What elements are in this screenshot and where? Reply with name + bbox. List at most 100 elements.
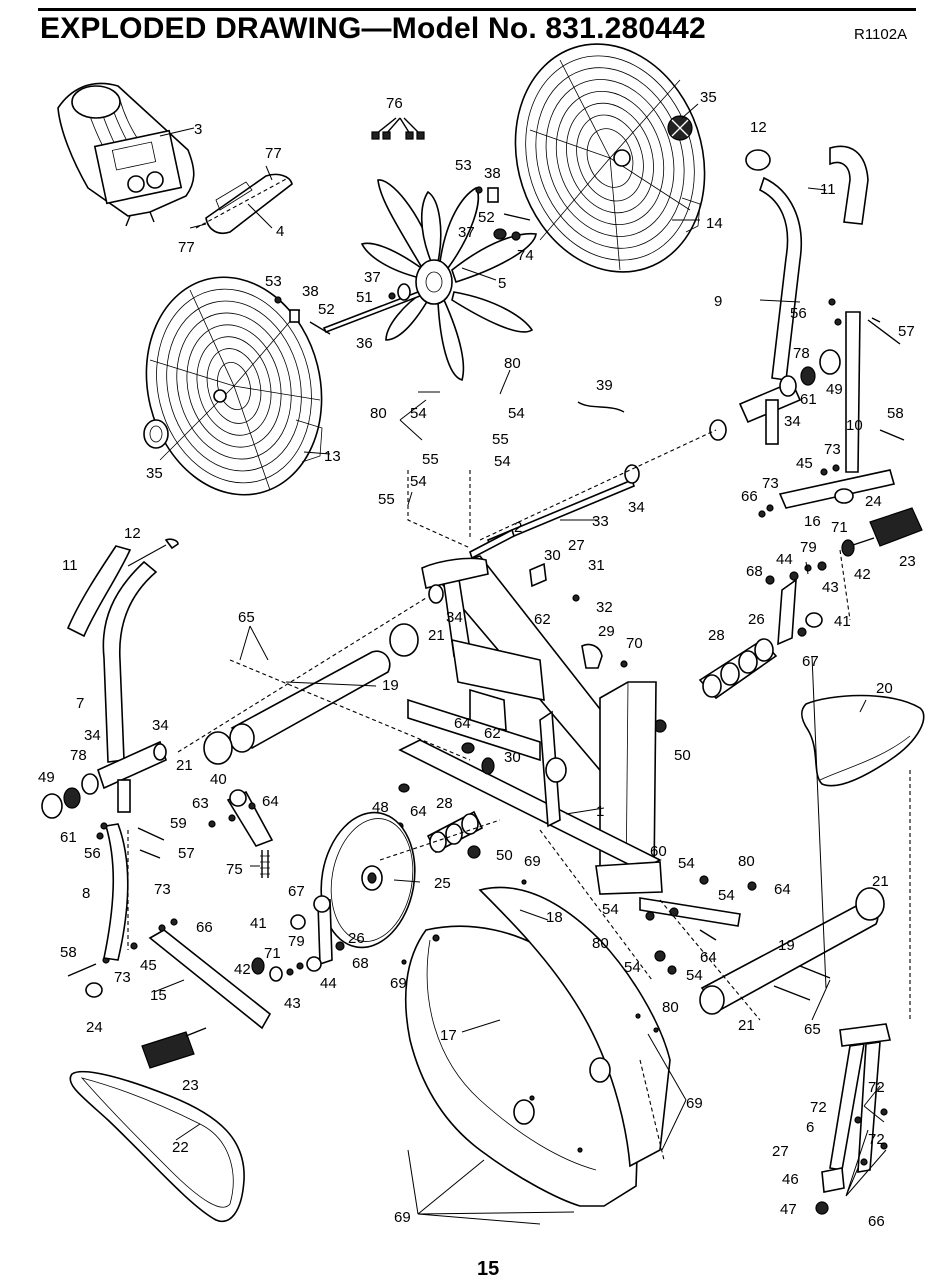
callout-15: 15 <box>150 987 167 1004</box>
axle-rods-part <box>428 401 640 604</box>
pulley-part <box>320 811 416 949</box>
callout-70: 70 <box>626 635 643 652</box>
callout-72: 72 <box>868 1131 885 1148</box>
callout-73: 73 <box>762 475 779 492</box>
leader-lines <box>127 103 887 1225</box>
callout-57: 57 <box>178 845 195 862</box>
callout-23: 23 <box>899 553 916 570</box>
callout-44: 44 <box>776 551 793 568</box>
callout-69: 69 <box>686 1095 703 1112</box>
callout-32: 32 <box>596 599 613 616</box>
fan-guard-rear-part <box>514 43 706 273</box>
callout-18: 18 <box>546 909 563 926</box>
callout-13: 13 <box>324 448 341 465</box>
callout-65: 65 <box>804 1021 821 1038</box>
callout-64: 64 <box>262 793 279 810</box>
belt-part <box>69 1070 245 1223</box>
callout-6: 6 <box>806 1119 814 1136</box>
callout-12: 12 <box>124 525 141 542</box>
callout-72: 72 <box>810 1099 827 1116</box>
assembly-lines <box>127 177 851 1161</box>
fan-guard-front-part <box>145 276 323 496</box>
stabilizer-front-part <box>177 597 427 765</box>
callout-43: 43 <box>822 579 839 596</box>
callout-69: 69 <box>394 1209 411 1226</box>
callout-8: 8 <box>82 885 90 902</box>
callout-59: 59 <box>170 815 187 832</box>
callout-41: 41 <box>834 613 851 630</box>
callout-73: 73 <box>114 969 131 986</box>
callout-52: 52 <box>478 209 495 226</box>
callout-80: 80 <box>370 405 387 422</box>
callout-71: 71 <box>264 945 281 962</box>
callout-11: 11 <box>820 181 836 198</box>
callout-29: 29 <box>598 623 615 640</box>
handlebar-clamp-part <box>189 165 293 234</box>
pedal-arm-left-part <box>102 918 272 1030</box>
pedal-right-part <box>765 507 923 585</box>
callout-66: 66 <box>868 1213 885 1230</box>
callout-34: 34 <box>446 609 463 626</box>
callout-55: 55 <box>422 451 439 468</box>
callout-80: 80 <box>592 935 609 952</box>
callout-64: 64 <box>774 881 791 898</box>
callout-74: 74 <box>517 247 534 264</box>
page-title: EXPLODED DRAWING—Model No. 831.280442 <box>40 12 706 45</box>
callout-17: 17 <box>440 1027 457 1044</box>
callout-26: 26 <box>348 930 365 947</box>
callout-57: 57 <box>898 323 915 340</box>
callout-73: 73 <box>154 881 171 898</box>
callout-77: 77 <box>265 145 282 162</box>
callout-3: 3 <box>194 121 202 138</box>
right-arm-part <box>709 298 905 518</box>
callout-16: 16 <box>804 513 821 530</box>
handlebar-left-part <box>41 538 179 998</box>
callout-19: 19 <box>778 937 795 954</box>
callout-61: 61 <box>60 829 77 846</box>
callout-19: 19 <box>382 677 399 694</box>
callout-23: 23 <box>182 1077 199 1094</box>
callout-55: 55 <box>378 491 395 508</box>
callout-labels: 3 77 4 77 76 53 38 52 37 74 35 14 5 37 5… <box>38 89 916 1230</box>
callout-38: 38 <box>484 165 501 182</box>
callout-26: 26 <box>748 611 765 628</box>
callout-4: 4 <box>276 223 284 240</box>
callout-54: 54 <box>678 855 695 872</box>
callout-64: 64 <box>454 715 471 732</box>
callout-65: 65 <box>238 609 255 626</box>
callout-79: 79 <box>288 933 305 950</box>
callout-42: 42 <box>854 566 871 583</box>
page-number: 15 <box>477 1258 500 1280</box>
callout-37: 37 <box>458 224 475 241</box>
callout-73: 73 <box>824 441 841 458</box>
callout-38: 38 <box>302 283 319 300</box>
pedal-left-part <box>141 1027 207 1069</box>
callout-67: 67 <box>288 883 305 900</box>
callout-79: 79 <box>800 539 817 556</box>
callout-21: 21 <box>738 1017 755 1034</box>
callout-66: 66 <box>741 488 758 505</box>
callout-44: 44 <box>320 975 337 992</box>
callout-20: 20 <box>876 680 893 697</box>
callout-62: 62 <box>534 611 551 628</box>
bolts-part <box>371 117 425 140</box>
callout-52: 52 <box>318 301 335 318</box>
crank-left-part <box>251 895 345 982</box>
callout-54: 54 <box>410 405 427 422</box>
callout-78: 78 <box>70 747 87 764</box>
callout-69: 69 <box>524 853 541 870</box>
callout-39: 39 <box>596 377 613 394</box>
callout-43: 43 <box>284 995 301 1012</box>
callout-49: 49 <box>826 381 843 398</box>
crank-right-part <box>653 578 823 733</box>
main-frame-part <box>398 555 663 895</box>
callout-68: 68 <box>352 955 369 972</box>
callout-21: 21 <box>176 757 193 774</box>
callout-53: 53 <box>455 157 472 174</box>
callout-48: 48 <box>372 799 389 816</box>
callout-54: 54 <box>410 473 427 490</box>
callout-54: 54 <box>686 967 703 984</box>
fan-hardware-part <box>274 186 531 335</box>
callout-41: 41 <box>250 915 267 932</box>
